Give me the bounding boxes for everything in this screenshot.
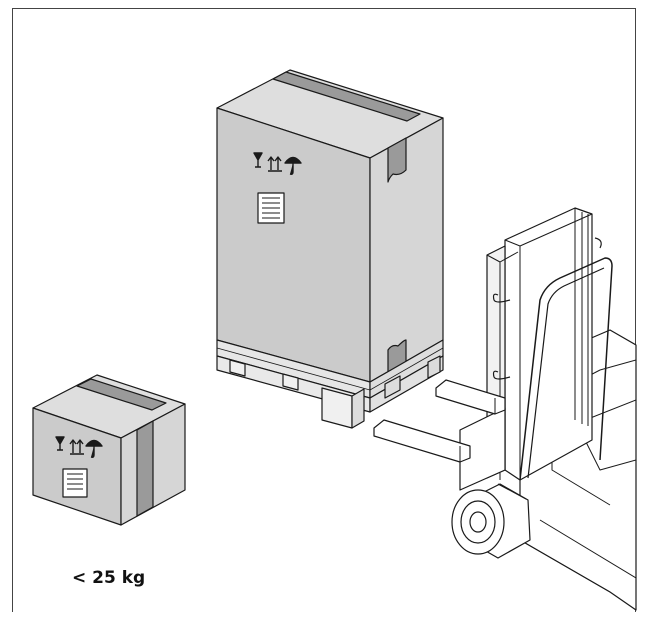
- figure-frame: [12, 8, 636, 612]
- forklift-wheel: [451, 483, 531, 559]
- forklift-chain-hook-lower: [492, 370, 511, 380]
- small-box: [32, 374, 186, 526]
- this-way-up-arrows-icon: [69, 439, 84, 455]
- forklift-mast: [504, 207, 593, 481]
- small-box-top-tape: [76, 378, 167, 411]
- umbrella-keep-dry-icon: [85, 439, 103, 458]
- weight-label: < 25 kg: [72, 568, 146, 588]
- large-crate-handling-symbols: [253, 152, 302, 175]
- large-crate: [216, 69, 444, 429]
- large-crate-side-tape-top: [387, 137, 407, 183]
- small-box-handling-symbols: [55, 436, 103, 458]
- forklift: [373, 207, 637, 611]
- pallet: [216, 339, 444, 429]
- forklift-chain-hook-upper: [492, 293, 511, 303]
- forklift-carriage: [459, 407, 506, 491]
- small-box-side-tape: [136, 420, 154, 517]
- document-label-icon: [62, 468, 88, 498]
- wine-glass-fragile-icon: [55, 436, 65, 451]
- forklift-guard: [519, 257, 613, 481]
- this-way-up-arrows-icon: [267, 156, 282, 172]
- wine-glass-fragile-icon: [253, 152, 263, 168]
- forklift-fork-left: [373, 419, 471, 463]
- document-label-icon: [257, 192, 285, 224]
- forklift-fork-right: [435, 379, 506, 415]
- umbrella-keep-dry-icon: [284, 156, 302, 175]
- large-crate-top-tape: [272, 71, 421, 122]
